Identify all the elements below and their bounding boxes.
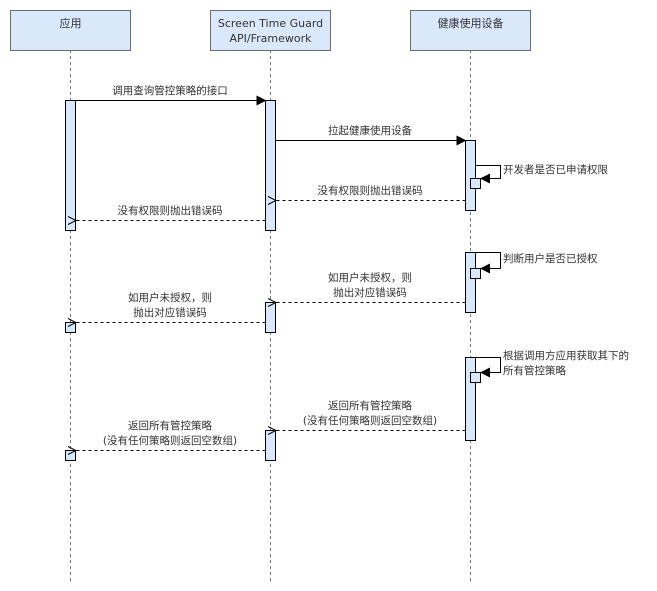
activation-health-3 (465, 357, 476, 441)
message-label-line2: 抛出对应错误码 (333, 286, 407, 299)
return-policies-to-framework: 返回所有管控策略 (没有任何策略则返回空数组) (276, 399, 466, 431)
message-label-line1: 返回所有管控策略 (328, 399, 412, 412)
activation-health-1 (465, 140, 476, 211)
self-message-check-permission: 开发者是否已申请权限 (475, 163, 608, 184)
activation-framework-3 (265, 430, 276, 461)
activation-health-2 (465, 252, 476, 313)
activation-health-self-2 (470, 268, 481, 279)
activation-framework-1 (265, 100, 276, 231)
self-message-get-policies: 根据调用方应用获取其下的 所有管控策略 (475, 349, 629, 378)
participant-framework-label-line1: Screen Time Guard (218, 17, 323, 30)
message-label-line1: 返回所有管控策略 (128, 419, 212, 432)
message-label: 开发者是否已申请权限 (503, 163, 608, 176)
message-label-line2: (没有任何策略则返回空数组) (303, 414, 437, 427)
self-message-check-authorization: 判断用户是否已授权 (475, 252, 598, 274)
message-label-line2: 抛出对应错误码 (133, 306, 207, 319)
message-label: 没有权限则抛出错误码 (318, 184, 423, 197)
return-no-permission-to-framework: 没有权限则抛出错误码 (276, 184, 466, 201)
message-label-line2: (没有任何策略则返回空数组) (103, 434, 237, 447)
participant-health-label: 健康使用设备 (438, 16, 504, 30)
message-query-policy: 调用查询管控策略的接口 (75, 84, 267, 106)
message-label-line1: 如用户未授权，则 (128, 291, 212, 304)
return-no-permission-to-app: 没有权限则抛出错误码 (76, 204, 266, 221)
return-unauthorized-to-app: 如用户未授权，则 抛出对应错误码 (76, 291, 266, 323)
return-unauthorized-to-framework: 如用户未授权，则 抛出对应错误码 (276, 271, 466, 303)
message-launch-health: 拉起健康使用设备 (275, 124, 467, 146)
participant-app: 应用 (10, 10, 131, 51)
message-label: 判断用户是否已授权 (503, 252, 598, 265)
message-label-line1: 根据调用方应用获取其下的 (503, 349, 629, 362)
participant-health: 健康使用设备 (410, 10, 531, 51)
message-label-line1: 如用户未授权，则 (328, 271, 412, 284)
message-label: 没有权限则抛出错误码 (118, 204, 223, 217)
activation-app-3 (65, 450, 76, 461)
activation-app-2 (65, 322, 76, 333)
activation-framework-2 (265, 302, 276, 333)
activation-app-1 (65, 100, 76, 231)
participant-framework-label-line2: API/Framework (229, 32, 312, 45)
participant-framework: Screen Time Guard API/Framework (210, 10, 331, 51)
message-label-line2: 所有管控策略 (503, 364, 566, 377)
return-policies-to-app: 返回所有管控策略 (没有任何策略则返回空数组) (76, 419, 266, 451)
activation-health-self-1 (470, 178, 481, 189)
activation-health-self-3 (470, 372, 481, 383)
message-label: 拉起健康使用设备 (328, 124, 412, 137)
message-label: 调用查询管控策略的接口 (112, 84, 228, 97)
participant-app-label: 应用 (60, 16, 82, 30)
